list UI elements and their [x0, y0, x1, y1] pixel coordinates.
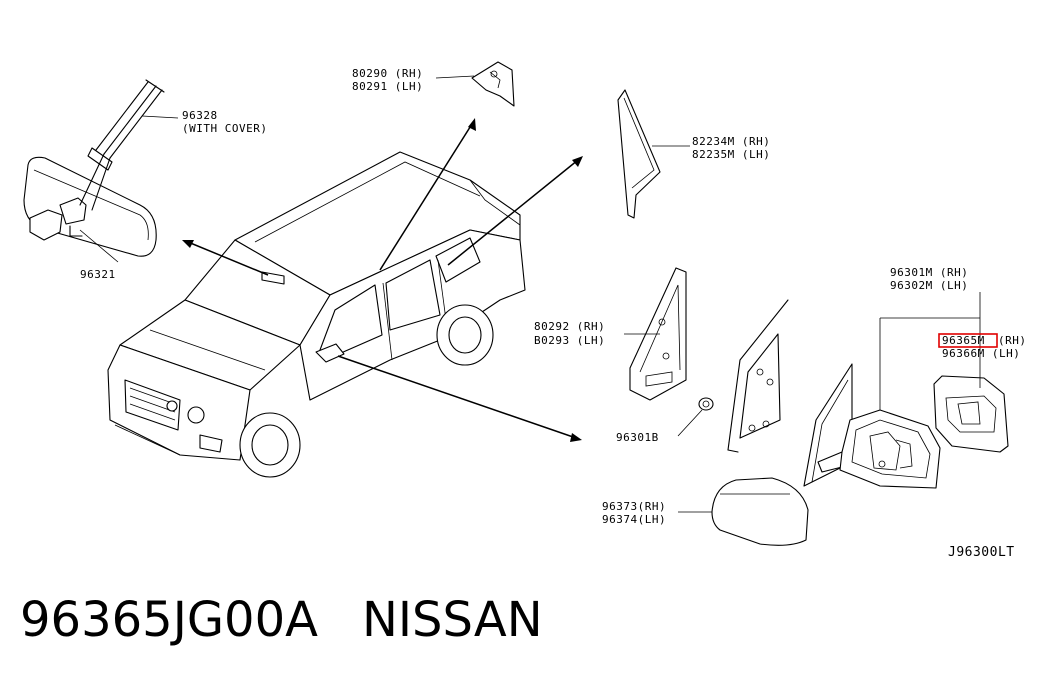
- callout-96373-line1: 96373(RH): [602, 500, 666, 513]
- door-mirror-assembly-illustration: [839, 409, 941, 489]
- sash-seal-82234-illustration: [617, 89, 661, 219]
- brand-name: NISSAN: [361, 592, 543, 648]
- mirror-wiring-cover-illustration: [79, 79, 165, 211]
- callout-96365M-line2: 96366M (LH): [942, 347, 1020, 360]
- rear-view-mirror-illustration: [23, 156, 157, 257]
- part-highlight-box: [938, 333, 998, 348]
- diagram-code: J96300LT: [948, 545, 1015, 560]
- callout-96365M: 96365M (RH) 96366M (LH): [938, 333, 1027, 360]
- part-number: 96365JG00A: [20, 592, 318, 648]
- callout-80292-line1: 80292 (RH): [534, 320, 605, 333]
- callout-80290-line1: 80290 (RH): [352, 67, 423, 80]
- callout-82234M-line1: 82234M (RH): [692, 135, 770, 148]
- callout-80292-line2: B0293 (LH): [534, 334, 605, 347]
- assembly-bracket-lines: [879, 292, 981, 410]
- callout-96365M-code: 96365M: [942, 334, 985, 347]
- corner-finisher-80290-illustration: [471, 61, 515, 107]
- callout-80290-line2: 80291 (LH): [352, 80, 423, 93]
- callout-80292: 80292 (RH) B0293 (LH): [534, 320, 605, 347]
- callout-96328: 96328 (WITH COVER): [182, 109, 267, 135]
- callout-82234M-line2: 82235M (LH): [692, 148, 770, 161]
- callout-96373-line2: 96374(LH): [602, 513, 666, 526]
- callout-96321-line1: 96321: [80, 268, 116, 281]
- callout-96321: 96321: [80, 268, 116, 281]
- callout-96373: 96373(RH) 96374(LH): [602, 500, 666, 526]
- mirror-cover-96373-illustration: [711, 477, 809, 546]
- callout-96365M-side: (RH): [998, 334, 1027, 347]
- callout-96328-line1: 96328: [182, 109, 218, 122]
- door-panel-illustration: [727, 299, 789, 453]
- callout-80290: 80290 (RH) 80291 (LH): [352, 67, 423, 93]
- callout-96301M-line1: 96301M (RH): [890, 266, 968, 279]
- mirror-base-plate-illustration: [803, 363, 853, 487]
- callout-leader-lines: [79, 75, 712, 513]
- callout-96301M: 96301M (RH) 96302M (LH): [890, 266, 968, 292]
- callout-96301M-line2: 96302M (LH): [890, 279, 968, 292]
- grommet-96301B-illustration: [698, 397, 714, 411]
- leader-arrows: [182, 118, 583, 442]
- callout-82234M: 82234M (RH) 82235M (LH): [692, 135, 770, 161]
- callout-96328-line2: (WITH COVER): [182, 122, 267, 135]
- vehicle-illustration: [107, 151, 526, 478]
- mirror-glass-96365M-illustration: [933, 375, 1009, 453]
- callout-96301B-line1: 96301B: [616, 431, 659, 444]
- callout-96301B: 96301B: [616, 431, 659, 444]
